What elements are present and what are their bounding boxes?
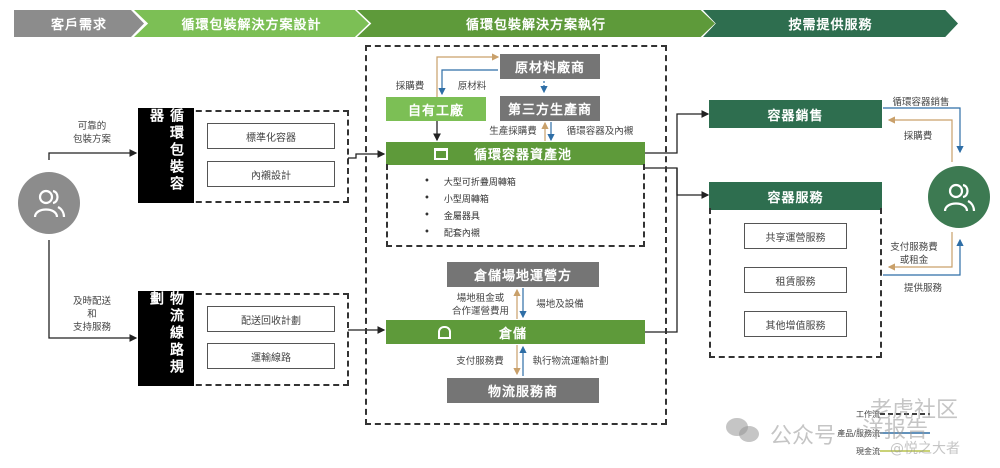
label-line: 可靠的 bbox=[77, 121, 107, 132]
label-line: 及時配送 bbox=[72, 296, 111, 307]
legend-label-work-flow: 工作流 bbox=[856, 410, 880, 419]
flow-line bbox=[348, 150, 386, 159]
execution-group bbox=[365, 45, 667, 425]
phase-solution-execution: 循環包裝解決方案執行 bbox=[357, 10, 715, 37]
label-raw-material: 原材料 bbox=[457, 81, 487, 92]
label-containers-liners: 循環容器及內襯 bbox=[566, 126, 634, 137]
third-party-producer-box: 第三方生產商 bbox=[500, 96, 600, 121]
label-purchase-fee-right: 採購費 bbox=[903, 131, 933, 142]
logistics-provider-box: 物流服務商 bbox=[447, 378, 599, 403]
label-purchase-fee: 採購費 bbox=[395, 81, 425, 92]
flow-line bbox=[645, 168, 678, 333]
phase-label: 循環包裝解決方案設計 bbox=[181, 18, 322, 33]
logistics-route-title: 物流線路規劃 bbox=[138, 291, 194, 386]
product-flow-line bbox=[883, 238, 964, 276]
label-rent: 場地租金或 合作運營費用 bbox=[448, 292, 513, 318]
phase-label: 循環包裝解決方案執行 bbox=[465, 18, 606, 33]
flow-line bbox=[645, 110, 710, 154]
flow-line bbox=[48, 149, 138, 160]
phase-label: 按需提供服務 bbox=[788, 18, 873, 33]
container-service-group bbox=[709, 208, 882, 358]
users-icon bbox=[943, 183, 976, 212]
liner-design-box: 內襯設計 bbox=[207, 161, 335, 187]
transport-route-box: 運輸線路 bbox=[207, 343, 335, 369]
product-flow-line bbox=[438, 69, 498, 96]
container-service-box: 容器服務 bbox=[709, 182, 882, 210]
customer-avatar-left bbox=[18, 172, 80, 234]
label-line: 合作運營費用 bbox=[451, 306, 509, 317]
asset-item: 大型可折疊周轉箱 bbox=[424, 173, 516, 190]
wechat-icon bbox=[726, 418, 762, 444]
label-production-purchase-fee: 生產採購費 bbox=[489, 126, 537, 137]
asset-pool-list-group bbox=[386, 164, 645, 247]
warehouse-title: 倉儲 bbox=[499, 326, 528, 342]
container-sales-box: 容器銷售 bbox=[709, 100, 882, 128]
phase-customer-demand: 客戶需求 bbox=[14, 10, 144, 37]
flow-line bbox=[48, 240, 138, 342]
asset-pool-box: 循環容器資產池 bbox=[386, 142, 645, 165]
shared-operation-service-box: 共享運營服務 bbox=[744, 223, 847, 249]
label-line: 和 bbox=[87, 309, 97, 320]
flow-label-timely-delivery: 及時配送 和 支持服務 bbox=[62, 295, 122, 334]
product-flow-line bbox=[883, 107, 964, 154]
warehouse-icon bbox=[438, 325, 451, 339]
watermark-text-3: ·洋报告 bbox=[855, 418, 928, 443]
raw-material-supplier-box: 原材料廠商 bbox=[500, 54, 600, 79]
asset-pool-list: 大型可折疊周轉箱 小型周轉箱 金屬器具 配套內襯 bbox=[424, 173, 516, 241]
label-site-equipment: 場地及設備 bbox=[536, 299, 584, 310]
asset-item: 配套內襯 bbox=[424, 224, 516, 241]
label-line: 支付服務費 bbox=[890, 242, 938, 253]
phase-on-demand-service: 按需提供服務 bbox=[703, 10, 958, 37]
label-service-fee: 支付服務費 bbox=[456, 356, 504, 367]
label-provide-service: 提供服務 bbox=[903, 283, 942, 294]
users-icon bbox=[33, 189, 66, 218]
building-icon bbox=[434, 147, 448, 160]
phase-label: 客戶需求 bbox=[50, 18, 107, 33]
cash-flow-line bbox=[887, 232, 953, 271]
label-line: 支持服務 bbox=[72, 322, 111, 333]
label-logistics-plan: 執行物流運輸計劃 bbox=[532, 356, 609, 367]
value-added-service-box: 其他增值服務 bbox=[744, 311, 847, 337]
asset-item: 金屬器具 bbox=[424, 207, 516, 224]
customer-avatar-right bbox=[928, 166, 990, 228]
packaging-container-title: 循環包裝容器 bbox=[138, 108, 194, 203]
warehouse-operator-box: 倉儲場地運營方 bbox=[447, 262, 599, 287]
cash-flow-line bbox=[887, 116, 953, 162]
label-line: 或租金 bbox=[899, 255, 929, 266]
phase-solution-design: 循環包裝解決方案設計 bbox=[134, 10, 369, 37]
standardized-container-box: 標準化容器 bbox=[207, 123, 335, 149]
label-pay-service: 支付服務費 或租金 bbox=[884, 241, 944, 267]
cash-flow-line bbox=[436, 53, 500, 97]
legend-label-cash-flow: 現金流 bbox=[856, 447, 880, 456]
warehouse-box: 倉儲 bbox=[386, 320, 645, 344]
own-factory-box: 自有工廠 bbox=[386, 97, 486, 121]
asset-item: 小型周轉箱 bbox=[424, 190, 516, 207]
asset-pool-title: 循環容器資產池 bbox=[474, 148, 573, 163]
watermark-text-2: 老虎社区 bbox=[870, 398, 959, 423]
label-line: 包裝方案 bbox=[72, 134, 111, 145]
leasing-service-box: 租賃服務 bbox=[744, 267, 847, 293]
delivery-recycling-plan-box: 配送回收計劃 bbox=[207, 306, 335, 332]
watermark-text-4: @悦之大者 bbox=[890, 441, 960, 457]
legend-label-product-flow: 產品/服務流 bbox=[837, 429, 880, 438]
label-container-sales: 循環容器銷售 bbox=[892, 97, 950, 108]
label-line: 場地租金或 bbox=[456, 293, 505, 304]
flow-label-reliable-packaging: 可靠的 包裝方案 bbox=[62, 120, 122, 146]
watermark-text-1: 公众号 bbox=[770, 424, 837, 449]
